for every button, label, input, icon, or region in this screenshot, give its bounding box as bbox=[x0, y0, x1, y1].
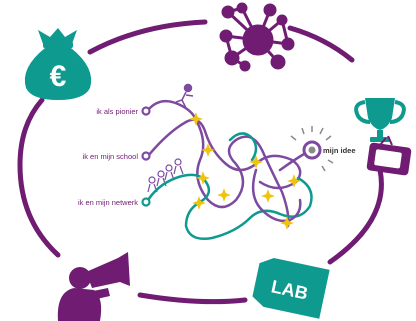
people-group-icon bbox=[147, 158, 184, 193]
cycle-segment bbox=[137, 292, 248, 305]
start-node-school bbox=[141, 151, 151, 161]
path-extra-purple bbox=[251, 168, 302, 223]
start-node-pionier bbox=[141, 106, 151, 116]
spark-nodes bbox=[189, 112, 301, 230]
lab-tag-icon: LAB bbox=[252, 257, 330, 319]
goal-node bbox=[302, 140, 322, 160]
path-school-line bbox=[146, 118, 302, 190]
path-pionier-line bbox=[146, 99, 290, 228]
cycle-segment bbox=[87, 19, 208, 55]
spark-node bbox=[261, 189, 275, 203]
spark-node bbox=[196, 171, 210, 185]
start-nodes bbox=[141, 106, 151, 207]
path-extra-teal bbox=[228, 132, 258, 162]
money-bag-icon: € bbox=[24, 28, 92, 100]
label-school: ik en mijn school bbox=[83, 152, 139, 161]
megaphone-person-icon bbox=[57, 252, 130, 321]
tv-icon bbox=[366, 135, 412, 176]
network-molecule-icon bbox=[219, 2, 295, 72]
spark-node bbox=[249, 155, 263, 169]
spark-node bbox=[201, 143, 215, 157]
euro-symbol: € bbox=[50, 60, 67, 93]
cycle-segment bbox=[327, 167, 384, 265]
start-node-netwerk bbox=[141, 197, 151, 207]
path-netwerk-line bbox=[146, 173, 313, 240]
spark-node bbox=[280, 216, 294, 230]
goal-label: mijn idee bbox=[323, 146, 356, 155]
outer-cycle bbox=[17, 19, 384, 305]
spark-node bbox=[192, 196, 206, 210]
spark-node bbox=[189, 112, 203, 126]
idea-glow-icon bbox=[290, 126, 334, 172]
spark-node bbox=[217, 188, 231, 202]
spark-node bbox=[287, 174, 301, 188]
label-netwerk: ik en mijn netwerk bbox=[78, 198, 138, 207]
trophy-icon bbox=[354, 98, 406, 142]
label-pionier: ik als pionier bbox=[96, 107, 138, 116]
path-to-idea bbox=[278, 152, 306, 172]
cycle-segment bbox=[287, 25, 355, 63]
cycle-segment bbox=[17, 97, 61, 258]
